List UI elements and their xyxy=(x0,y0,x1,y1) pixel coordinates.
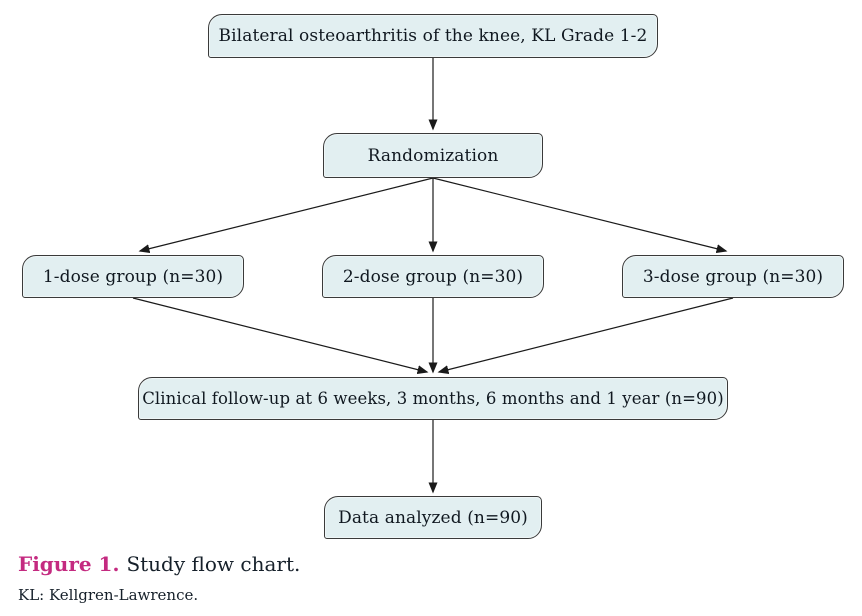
figure-caption-label: Figure 1. xyxy=(18,552,120,576)
node-randomization: Randomization xyxy=(323,133,543,178)
node-3-dose-group: 3-dose group (n=30) xyxy=(622,255,844,298)
node-diagnosis: Bilateral osteoarthritis of the knee, KL… xyxy=(208,14,658,58)
node-1-dose-group: 1-dose group (n=30) xyxy=(22,255,244,298)
arrow-randomization-to-group3 xyxy=(432,177,728,254)
figure-caption-title: Study flow chart. xyxy=(126,552,301,576)
arrow-group1-to-followup xyxy=(132,297,429,375)
figure-footnote: KL: Kellgren-Lawrence. xyxy=(18,586,199,604)
arrow-group3-to-followup xyxy=(437,297,734,375)
node-2-dose-group: 2-dose group (n=30) xyxy=(322,255,544,298)
node-clinical-followup: Clinical follow-up at 6 weeks, 3 months,… xyxy=(138,377,728,420)
arrow-randomization-to-group1 xyxy=(138,177,434,254)
node-data-analyzed: Data analyzed (n=90) xyxy=(324,496,542,539)
figure-caption: Figure 1.Study flow chart. xyxy=(18,552,300,576)
